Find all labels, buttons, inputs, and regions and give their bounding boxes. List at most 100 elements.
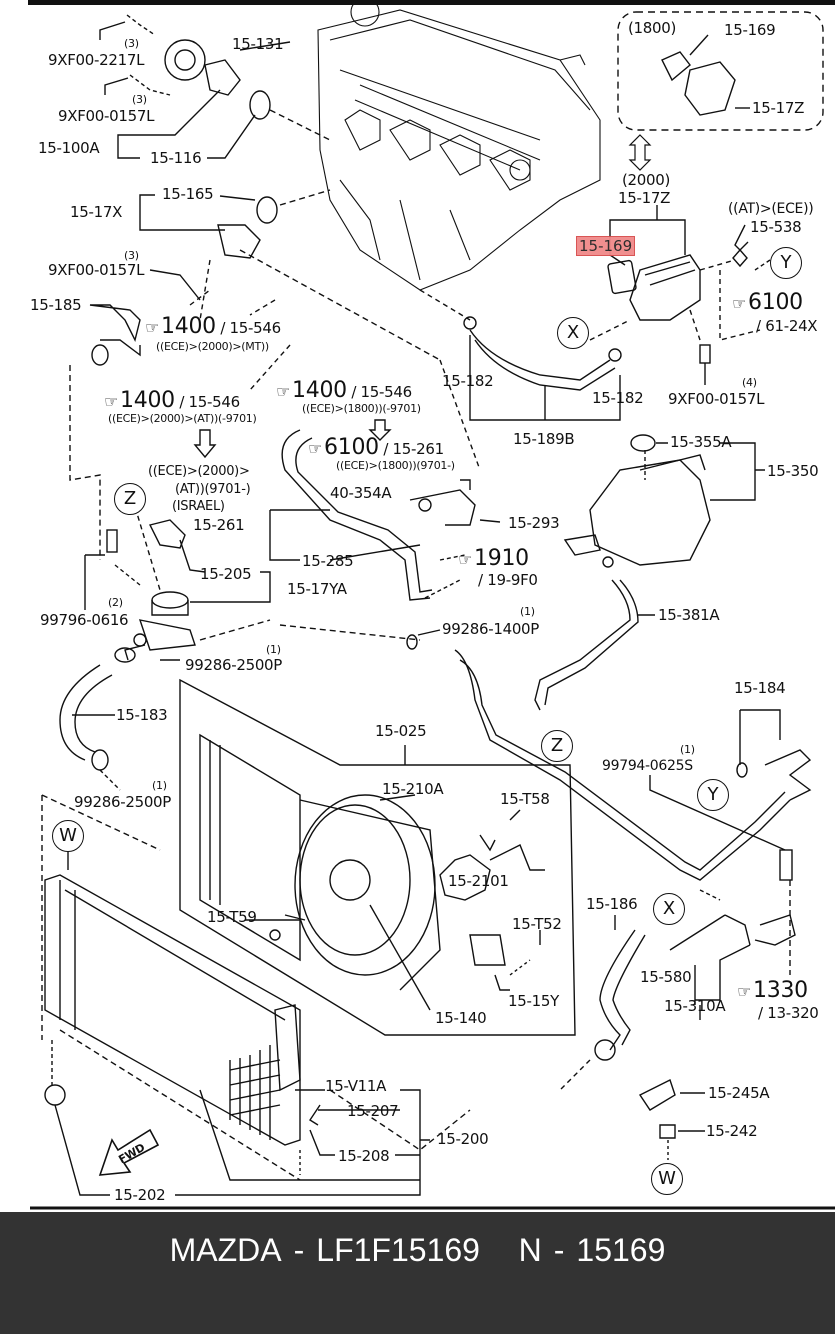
fan-assembly-box (179, 678, 576, 1036)
coolant-reservoir (563, 434, 765, 568)
part-label-9XF00-0157L[interactable]: 9XF00-0157L (668, 390, 765, 408)
callout-w: W (52, 820, 84, 852)
part-label-15-17YA[interactable]: 15-17YA (287, 580, 347, 598)
condition-label: ((AT)>(ECE)) (728, 201, 814, 217)
callout-x: X (653, 893, 685, 925)
part-label-15-V11A[interactable]: 15-V11A (325, 1077, 387, 1095)
bracket-15-310A (669, 889, 796, 1020)
part-label-15-210A[interactable]: 15-210A (382, 780, 444, 798)
part-label-9XF00-0157L[interactable]: 9XF00-0157L (58, 107, 155, 125)
reference-6100-61-24X[interactable]: ☞6100 (732, 290, 803, 315)
pointing-hand-icon: ☞ (104, 392, 119, 411)
pointing-hand-icon: ☞ (308, 439, 323, 458)
variant-1800-box (617, 11, 824, 131)
part-label-99794-0625S[interactable]: 99794-0625S (602, 758, 693, 774)
part-label-15-202[interactable]: 15-202 (114, 1186, 166, 1204)
part-label-15-208[interactable]: 15-208 (338, 1147, 390, 1165)
pointing-hand-icon: ☞ (145, 318, 160, 337)
part-label-15-189B[interactable]: 15-189B (513, 430, 575, 448)
reference-sub: / 61-24X (756, 317, 818, 335)
reference-1400-at[interactable]: ☞1400 / 15-546 (104, 388, 240, 413)
part-label-15-184[interactable]: 15-184 (734, 679, 786, 697)
hose-15-261 (269, 359, 501, 601)
part-label-40-354A[interactable]: 40-354A (330, 484, 392, 502)
callout-x: X (557, 317, 589, 349)
hose-15-184 (649, 709, 812, 975)
part-label-15-242[interactable]: 15-242 (706, 1122, 758, 1140)
part-label-99286-2500P[interactable]: 99286-2500P (185, 656, 283, 674)
hatched-arrow-icon (193, 429, 217, 459)
part-label-15-169[interactable]: 15-169 (724, 21, 776, 39)
part-label-15-15Y[interactable]: 15-15Y (508, 992, 559, 1010)
clip-15-245A (638, 1079, 676, 1111)
part-label-9XF00-0157L[interactable]: 9XF00-0157L (48, 261, 145, 279)
part-label-15-17Z[interactable]: 15-17Z (618, 189, 671, 207)
part-label-15-285[interactable]: 15-285 (302, 552, 354, 570)
thermostat-housing-2000 (607, 205, 771, 385)
reference-1400-mt[interactable]: ☞1400 / 15-546 (145, 314, 281, 339)
condition-line: (ISRAEL) (172, 499, 225, 514)
callout-w: W (651, 1163, 683, 1195)
part-label-15-2101[interactable]: 15-2101 (448, 872, 509, 890)
part-label-15-17Z[interactable]: 15-17Z (752, 99, 805, 117)
nut-15-242 (659, 1124, 676, 1139)
part-label-15-538[interactable]: 15-538 (750, 218, 802, 236)
part-label-15-025[interactable]: 15-025 (375, 722, 427, 740)
condition-line: ((ECE)>(2000)> (148, 464, 250, 479)
reference-6100-15-261[interactable]: ☞6100 / 15-261 (308, 435, 444, 460)
part-label-99796-0616[interactable]: 99796-0616 (40, 611, 129, 629)
part-label-15-186[interactable]: 15-186 (586, 895, 638, 913)
variant-label-1800: (1800) (628, 19, 677, 37)
part-label-15-355A[interactable]: 15-355A (670, 433, 732, 451)
part-label-15-140[interactable]: 15-140 (435, 1009, 487, 1027)
condition-line: (AT))(9701-) (175, 482, 251, 497)
part-label-15-T58[interactable]: 15-T58 (500, 790, 550, 808)
part-label-15-17X[interactable]: 15-17X (70, 203, 123, 221)
separator: - (293, 1232, 305, 1268)
part-label-15-165[interactable]: 15-165 (162, 185, 214, 203)
hose-15-381A (534, 579, 631, 711)
part-label-15-381A[interactable]: 15-381A (658, 606, 720, 624)
part-label-15-245A[interactable]: 15-245A (708, 1084, 770, 1102)
part-label-15-580[interactable]: 15-580 (640, 968, 692, 986)
hose-lower-long (454, 649, 791, 881)
part-label-15-200[interactable]: 15-200 (437, 1130, 489, 1148)
part-label-15-183[interactable]: 15-183 (116, 706, 168, 724)
qty-label: (3) (124, 249, 139, 262)
brand-name: MAZDA (169, 1232, 282, 1268)
qty-label: (1) (152, 779, 167, 792)
part-label-15-116[interactable]: 15-116 (150, 149, 202, 167)
hose-15-189B (419, 289, 631, 421)
reference-condition: ((ECE)>(1800))(-9701) (302, 402, 421, 415)
part-label-99286-1400P[interactable]: 99286-1400P (442, 620, 540, 638)
qty-label: (4) (742, 376, 757, 389)
part-label-9XF00-2217L[interactable]: 9XF00-2217L (48, 51, 145, 69)
highlighted-part-label[interactable]: 15-169 (576, 236, 636, 256)
diagram-linework (28, 0, 835, 1210)
fwd-arrow-icon (98, 1128, 160, 1176)
part-label-15-182[interactable]: 15-182 (442, 372, 494, 390)
part-label-15-131[interactable]: 15-131 (232, 35, 284, 53)
reference-1330[interactable]: ☞1330 (737, 978, 808, 1003)
part-label-15-100A[interactable]: 15-100A (38, 139, 100, 157)
qty-label: (2) (108, 596, 123, 609)
part-label-15-185[interactable]: 15-185 (30, 296, 82, 314)
filler-neck-15-17YA (84, 489, 441, 661)
reference-1910[interactable]: ☞1910 (458, 546, 529, 571)
ref-number: 15169 (576, 1232, 666, 1268)
part-label-99286-2500P[interactable]: 99286-2500P (74, 793, 172, 811)
part-label-15-205[interactable]: 15-205 (200, 565, 252, 583)
part-label-15-T52[interactable]: 15-T52 (512, 915, 562, 933)
reference-condition: ((ECE)>(1800))(9701-) (336, 459, 455, 472)
part-label-15-293[interactable]: 15-293 (508, 514, 560, 532)
qty-label: (1) (680, 743, 695, 756)
part-label-15-310A[interactable]: 15-310A (664, 997, 726, 1015)
part-label-15-182[interactable]: 15-182 (592, 389, 644, 407)
part-label-15-350[interactable]: 15-350 (767, 462, 819, 480)
part-label-15-261[interactable]: 15-261 (193, 516, 245, 534)
part-label-15-207[interactable]: 15-207 (347, 1102, 399, 1120)
part-label-15-T59[interactable]: 15-T59 (207, 908, 257, 926)
part-number: LF1F15169 (316, 1232, 480, 1268)
reference-1400-1800[interactable]: ☞1400 / 15-546 (276, 378, 412, 403)
reference-sub: / 19-9F0 (478, 571, 538, 589)
